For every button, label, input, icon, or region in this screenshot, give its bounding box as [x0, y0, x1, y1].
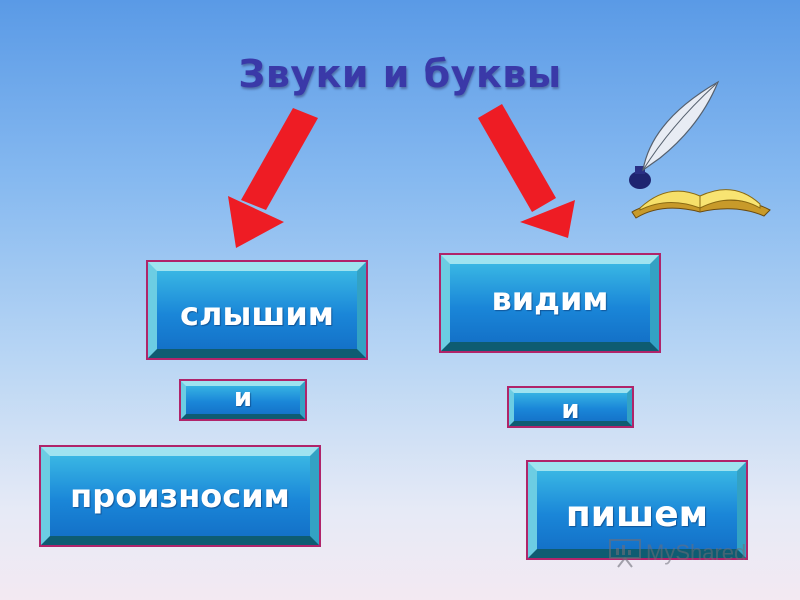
- pronounce-label: произносим: [70, 477, 290, 515]
- box-and-right: и: [507, 386, 634, 428]
- and-right-label: и: [561, 395, 580, 425]
- see-label: видим: [491, 280, 609, 318]
- write-label: пишем: [565, 493, 709, 535]
- hear-label: слышим: [180, 295, 334, 333]
- slide-title: Звуки и буквы: [238, 52, 562, 96]
- box-write: пишем: [526, 460, 748, 560]
- box-and-left: и: [179, 379, 307, 421]
- quill-book-icon: [629, 80, 771, 219]
- presentation-icon: [609, 539, 641, 568]
- watermark: MyShared: [608, 538, 746, 568]
- watermark-text: MyShared: [646, 540, 747, 565]
- box-pronounce: произносим: [39, 445, 321, 547]
- box-hear: слышим: [146, 260, 368, 360]
- and-left-label: и: [233, 383, 253, 413]
- box-see: видим: [439, 253, 661, 353]
- left-arrow: [228, 108, 318, 248]
- right-arrow: [478, 104, 575, 238]
